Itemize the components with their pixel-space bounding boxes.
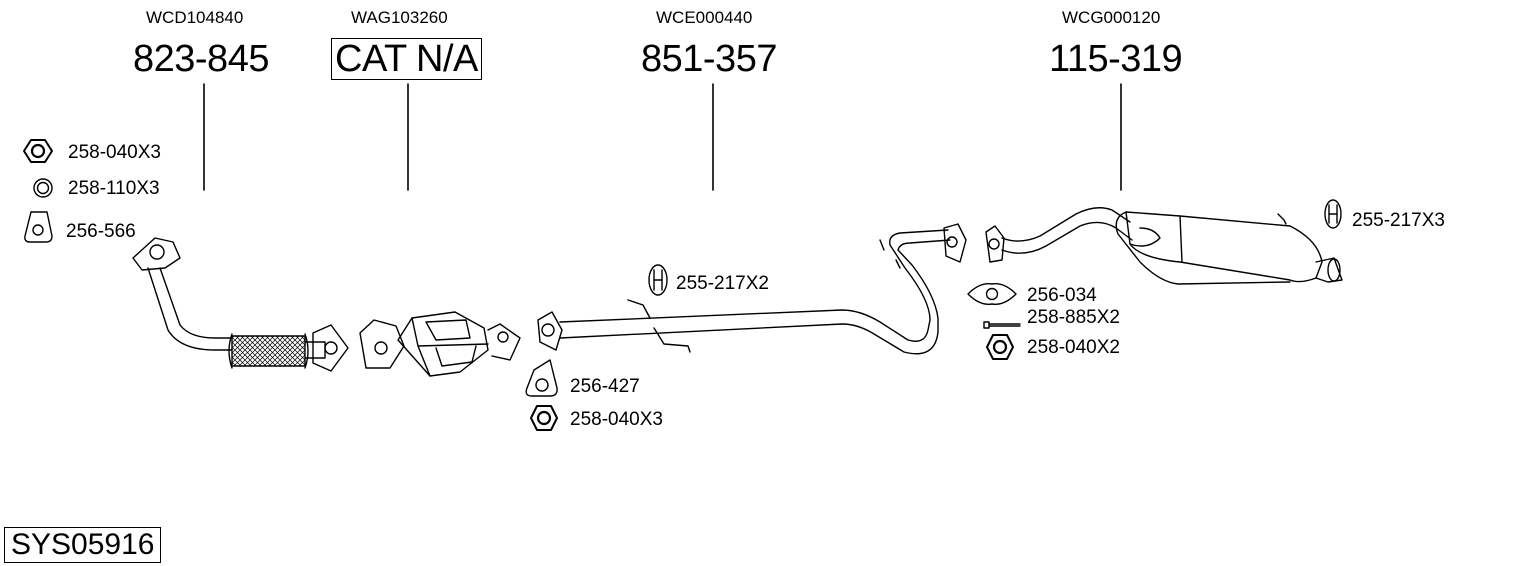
hex-nut-icon bbox=[530, 405, 558, 431]
hardware-label-nut-c[interactable]: 258-040X2 bbox=[1027, 337, 1120, 358]
flex-section bbox=[231, 335, 306, 367]
hardware-label-bolt-c[interactable]: 258-885X2 bbox=[1027, 307, 1120, 328]
flange-gasket-icon bbox=[525, 359, 558, 397]
part-number-rear-silencer[interactable]: 115-319 bbox=[1049, 38, 1183, 80]
code-label-catalyst: WAG103260 bbox=[351, 8, 448, 27]
code-label-front-pipe: WCD104840 bbox=[146, 8, 244, 27]
code-label-middle-pipe: WCE000440 bbox=[656, 8, 753, 27]
front-pipe-part bbox=[132, 237, 349, 372]
bolt-icon bbox=[983, 321, 1021, 329]
oval-gasket-icon bbox=[967, 283, 1017, 305]
hardware-label-gasket-a[interactable]: 256-566 bbox=[66, 221, 136, 242]
sealing-ring-icon bbox=[33, 178, 53, 198]
hex-nut-icon bbox=[986, 334, 1014, 360]
rubber-hanger-icon bbox=[648, 264, 668, 296]
part-number-catalyst[interactable]: CAT N/A bbox=[331, 38, 482, 80]
middle-pipe-part bbox=[537, 223, 967, 355]
hardware-label-hanger-b[interactable]: 255-217X2 bbox=[676, 273, 769, 294]
hardware-label-nut-a[interactable]: 258-040X3 bbox=[68, 142, 161, 163]
part-number-middle-pipe[interactable]: 851-357 bbox=[641, 38, 777, 80]
flange-gasket-icon bbox=[24, 211, 53, 243]
rear-silencer-part bbox=[985, 207, 1343, 285]
system-id-box: SYS05916 bbox=[4, 527, 162, 563]
hardware-label-hanger-c[interactable]: 255-217X3 bbox=[1352, 210, 1445, 231]
hardware-label-nut-b[interactable]: 258-040X3 bbox=[570, 409, 663, 430]
catalytic-converter-part bbox=[359, 311, 521, 377]
hardware-label-ring-a[interactable]: 258-110X3 bbox=[68, 178, 160, 199]
hex-nut-icon bbox=[23, 139, 53, 163]
code-label-rear-silencer: WCG000120 bbox=[1062, 8, 1161, 27]
part-number-front-pipe[interactable]: 823-845 bbox=[133, 38, 269, 80]
hardware-label-gasket-b[interactable]: 256-427 bbox=[570, 376, 640, 397]
rubber-hanger-icon bbox=[1324, 199, 1342, 229]
hardware-label-gasket-c[interactable]: 256-034 bbox=[1027, 285, 1097, 306]
